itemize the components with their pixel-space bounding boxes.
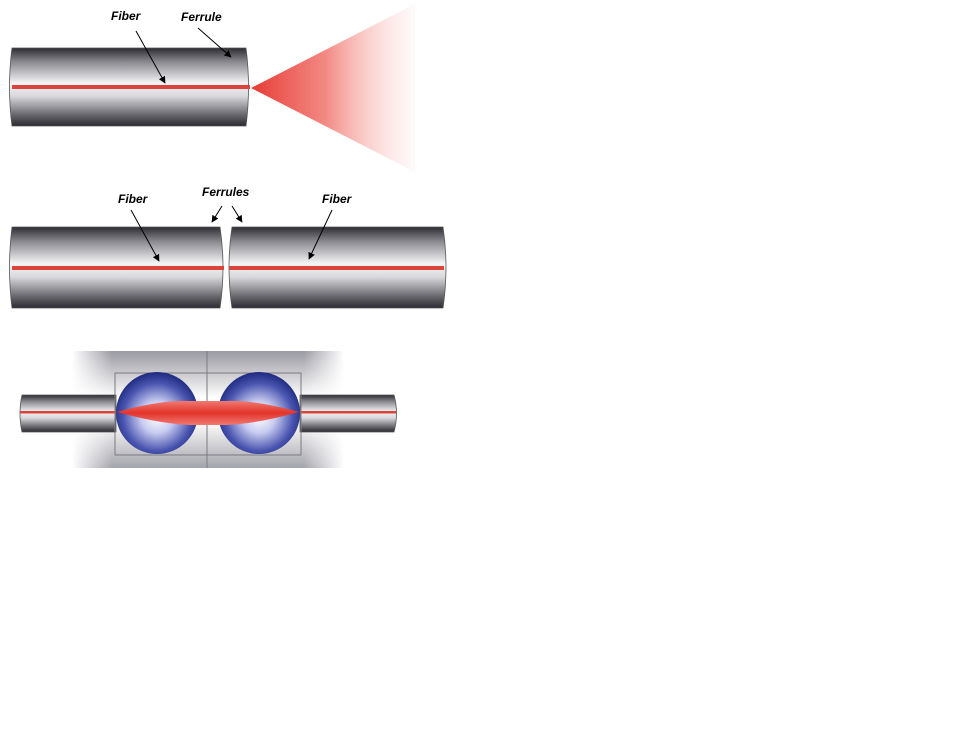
fiber-arrow xyxy=(135,30,166,84)
panel-mated-ferrules: Fiber Ferrules Fiber xyxy=(9,185,447,309)
ferrule-label: Ferrule xyxy=(181,10,222,24)
fiber-right-arrow xyxy=(308,209,333,260)
fiber-left-label: Fiber xyxy=(118,192,149,206)
lens-frame xyxy=(114,372,302,456)
fiber-label: Fiber xyxy=(111,9,142,23)
ferrules-label: Ferrules xyxy=(202,185,250,199)
fiber-core xyxy=(12,85,250,89)
light-cone xyxy=(251,4,415,172)
ferrule-left-arrow xyxy=(211,205,223,223)
panel-single-ferrule: Fiber Ferrule xyxy=(9,4,415,172)
fiber-right-label: Fiber xyxy=(322,192,353,206)
panel-lensed-connector xyxy=(19,351,397,468)
fiber-left-arrow xyxy=(130,209,160,262)
light-beam xyxy=(117,400,299,425)
ferrule-arrow xyxy=(197,27,232,58)
right-fiber-core xyxy=(229,266,444,270)
ferrule-right-arrow xyxy=(231,205,243,223)
left-fiber-core xyxy=(12,266,224,270)
